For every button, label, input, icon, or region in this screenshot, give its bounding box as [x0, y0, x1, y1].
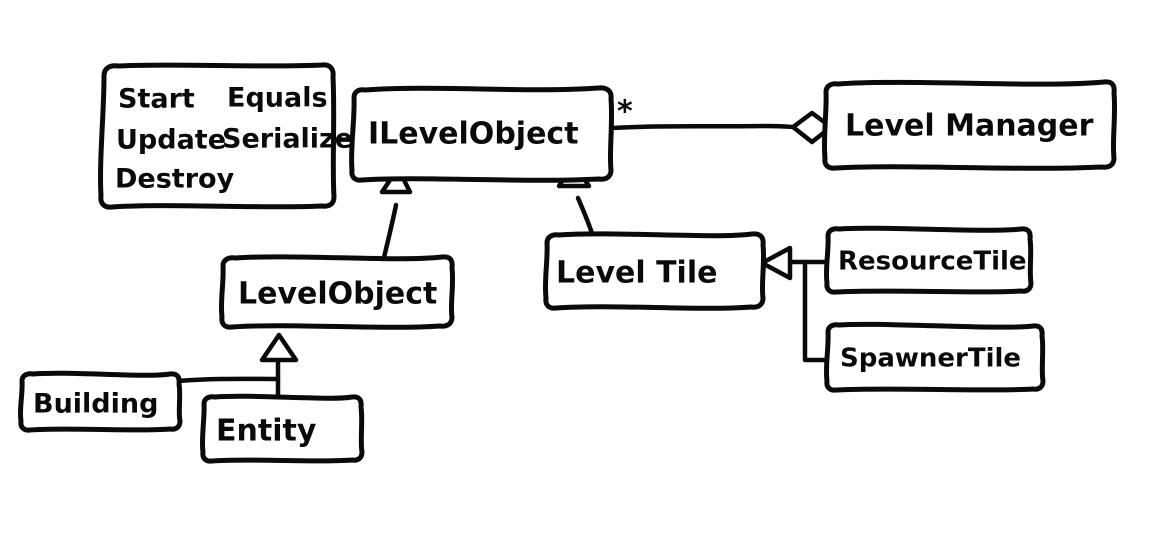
spawnertile-label: SpawnerTile [840, 344, 1021, 374]
ilevelobject-label: ILevelObject [368, 117, 579, 152]
node-entity[interactable]: Entity [199, 393, 365, 464]
node-leveltile[interactable]: Level Tile [542, 231, 767, 311]
node-levelobject[interactable]: LevelObject [218, 254, 456, 330]
note-line-3-left: Destroy [115, 164, 235, 195]
note-line-2-left: Update [116, 125, 226, 156]
node-spawnertile[interactable]: SpawnerTile [823, 321, 1046, 393]
node-ilevelobject[interactable]: ILevelObject [349, 85, 615, 183]
edge-tiles-to-leveltile [759, 245, 831, 363]
inheritance-arrowhead-leveltile [759, 245, 793, 281]
node-building[interactable]: Building [17, 370, 183, 433]
edge-ilevelobject-to-levelmanager [609, 110, 834, 145]
node-resourcetile[interactable]: ResourceTile [823, 225, 1034, 295]
node-levelmanager[interactable]: Level Manager [821, 79, 1118, 171]
inheritance-arrowhead-levelobject [259, 332, 299, 363]
leveltile-label: Level Tile [556, 256, 717, 291]
edge-levelobject-to-ilevelobject [379, 165, 413, 265]
entity-label: Entity [216, 414, 317, 449]
note-line-2-right: Serialize [222, 124, 353, 155]
note-line-1-left: Start [118, 84, 195, 115]
resourcetile-label: ResourceTile [838, 247, 1027, 277]
edge-note-to-ilevelobject [331, 137, 354, 142]
building-label: Building [33, 389, 158, 420]
note-line-1-right: Equals [227, 83, 328, 114]
multiplicity-star: * [617, 95, 633, 130]
levelmanager-label: Level Manager [845, 109, 1094, 144]
node-methods-note[interactable]: Start Equals Update Serialize Destroy [98, 62, 354, 210]
levelobject-label: LevelObject [238, 277, 437, 312]
edge-entity-building-to-levelobject [175, 332, 299, 403]
